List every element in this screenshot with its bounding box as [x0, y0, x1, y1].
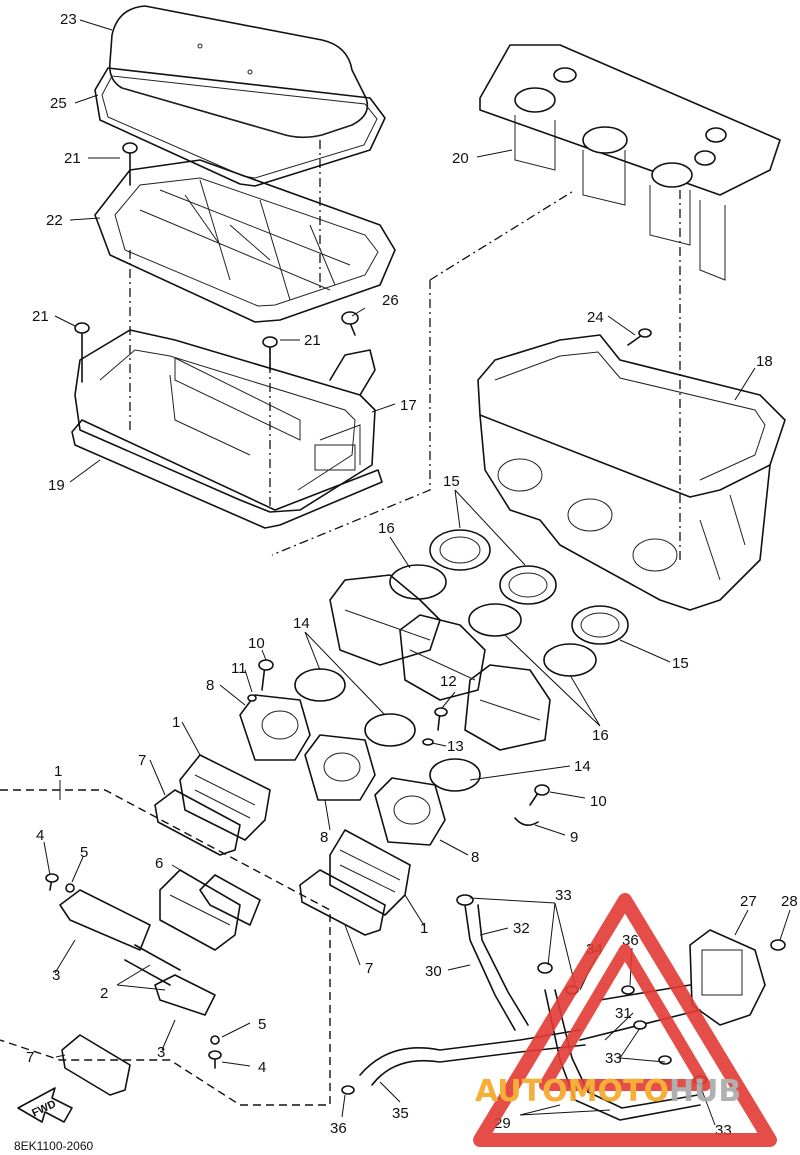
callout-19[interactable]: 19: [48, 477, 65, 494]
callout-5[interactable]: 5: [80, 844, 88, 861]
callout-2[interactable]: 2: [100, 985, 108, 1002]
callout-1[interactable]: 1: [54, 763, 62, 780]
callout-7[interactable]: 7: [138, 752, 146, 769]
callout-10[interactable]: 10: [248, 635, 265, 652]
leader-lines: [43, 19, 791, 1126]
callout-22[interactable]: 22: [46, 212, 63, 229]
callout-11[interactable]: 11: [231, 660, 247, 677]
callout-14[interactable]: 14: [574, 758, 591, 775]
callout-3[interactable]: 3: [157, 1044, 165, 1061]
intake-manifolds[interactable]: [239, 694, 446, 846]
airbox-gasket[interactable]: [71, 419, 383, 529]
carburetor-joints[interactable]: [429, 529, 629, 645]
watermark: AUTOMOTOHUB: [473, 893, 777, 1147]
airbox-lower[interactable]: [74, 329, 376, 513]
callout-18[interactable]: 18: [756, 353, 773, 370]
reed-valves[interactable]: [159, 754, 411, 951]
callout-33[interactable]: 33: [555, 887, 572, 904]
callout-8[interactable]: 8: [206, 677, 214, 694]
callout-12[interactable]: 12: [440, 673, 457, 690]
callout-16[interactable]: 16: [378, 520, 395, 537]
callout-24[interactable]: 24: [587, 309, 604, 326]
callout-33[interactable]: 33: [605, 1050, 622, 1067]
forward-arrow-icon: FWD: [17, 1087, 73, 1123]
callout-15[interactable]: 15: [443, 473, 460, 490]
callout-16[interactable]: 16: [592, 727, 609, 744]
air-filter-cover[interactable]: [108, 5, 369, 139]
callout-17[interactable]: 17: [400, 397, 417, 414]
callout-15[interactable]: 15: [672, 655, 689, 672]
callout-30[interactable]: 30: [425, 963, 442, 980]
callout-6[interactable]: 6: [155, 855, 163, 872]
callout-1[interactable]: 1: [420, 920, 428, 937]
callout-8[interactable]: 8: [320, 829, 328, 846]
callout-1[interactable]: 1: [172, 714, 180, 731]
callout-10[interactable]: 10: [590, 793, 607, 810]
callout-21[interactable]: 21: [304, 332, 321, 349]
callout-36[interactable]: 36: [330, 1120, 347, 1137]
callout-8[interactable]: 8: [471, 849, 479, 866]
callout-32[interactable]: 32: [513, 920, 530, 937]
drawing-code: 8EK1100-2060: [14, 1139, 94, 1153]
callout-3[interactable]: 3: [52, 967, 60, 984]
callout-4[interactable]: 4: [36, 827, 44, 844]
reed-petals-and-stoppers[interactable]: [59, 874, 261, 1016]
callout-31[interactable]: 31: [615, 1005, 632, 1022]
callout-35[interactable]: 35: [392, 1105, 409, 1122]
callout-7[interactable]: 7: [365, 960, 373, 977]
callout-9[interactable]: 9: [570, 829, 578, 846]
fuel-pump[interactable]: [689, 929, 786, 1026]
watermark-brand: AUTOMOTOHUB: [475, 1074, 741, 1109]
callout-labels: 23 25 21 22 21 21 26 17 19 20 24 18 15 1…: [26, 11, 798, 1139]
reed-gaskets[interactable]: [61, 789, 386, 1096]
carburetor-box[interactable]: [477, 334, 786, 611]
filter-seal[interactable]: [94, 67, 386, 187]
watermark-triangle-logo-icon: [473, 893, 777, 1147]
assembly-dashed-lines: [0, 140, 681, 1106]
callout-25[interactable]: 25: [50, 95, 67, 112]
callout-14[interactable]: 14: [293, 615, 310, 632]
callout-21[interactable]: 21: [32, 308, 49, 325]
callout-23[interactable]: 23: [60, 11, 77, 28]
callout-4[interactable]: 4: [258, 1059, 266, 1076]
callout-27[interactable]: 27: [740, 893, 757, 910]
callout-5[interactable]: 5: [258, 1016, 266, 1033]
air-filter-element[interactable]: [94, 159, 396, 323]
fasteners[interactable]: [45, 142, 652, 1069]
callout-20[interactable]: 20: [452, 150, 469, 167]
callout-26[interactable]: 26: [382, 292, 399, 309]
callout-21[interactable]: 21: [64, 150, 81, 167]
callout-28[interactable]: 28: [781, 893, 798, 910]
carburetor-assembly[interactable]: [329, 574, 551, 751]
callout-7[interactable]: 7: [26, 1049, 34, 1066]
carburetor-cover-plate[interactable]: [479, 44, 781, 281]
callout-13[interactable]: 13: [447, 738, 464, 755]
